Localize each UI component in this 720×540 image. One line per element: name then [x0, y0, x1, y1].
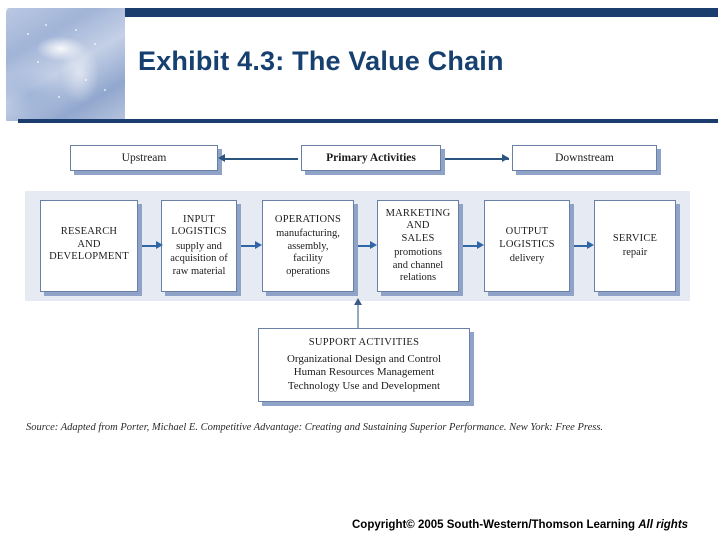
- box-upstream: Upstream: [70, 145, 218, 171]
- chain-box-head: OPERATIONS: [274, 213, 342, 225]
- decorative-header-image: [6, 8, 125, 121]
- arrowhead-up-icon: [353, 298, 362, 305]
- chain-box-sub: repair: [622, 247, 648, 258]
- box-primary-activities: Primary Activities: [301, 145, 441, 171]
- connector-primary-to-downstream: [445, 158, 509, 160]
- arrowhead-right-icon: [502, 154, 509, 162]
- support-connector-line: [357, 303, 359, 329]
- chain-box-operations: OPERATIONS manufacturing,assembly,facili…: [262, 200, 354, 292]
- box-support-activities: SUPPORT ACTIVITIES Organizational Design…: [258, 328, 470, 402]
- support-head: SUPPORT ACTIVITIES: [308, 336, 420, 348]
- chain-box-head: SERVICE: [612, 232, 658, 244]
- header-rule-top: [125, 8, 718, 17]
- page-title: Exhibit 4.3: The Value Chain: [138, 46, 504, 76]
- chain-box-sub: delivery: [509, 253, 545, 265]
- rights-text: All rights: [638, 519, 689, 531]
- chain-arrow-1-icon: [142, 241, 163, 250]
- header-rule-bottom: [18, 119, 718, 123]
- chain-box-service: SERVICE repair: [594, 200, 676, 292]
- copyright-text: Copyright© 2005 South-Western/Thomson Le…: [352, 519, 636, 531]
- chain-arrow-4-icon: [463, 241, 484, 250]
- box-downstream: Downstream: [512, 145, 657, 171]
- arrowhead-left-icon: [218, 154, 225, 162]
- box-primary-activities-label: Primary Activities: [326, 152, 416, 164]
- copyright-footer: Copyright© 2005 South-Western/Thomson Le…: [352, 518, 720, 540]
- box-upstream-label: Upstream: [121, 152, 167, 164]
- chain-arrow-3-icon: [358, 241, 377, 250]
- chain-arrow-2-icon: [241, 241, 262, 250]
- box-downstream-label: Downstream: [555, 152, 614, 164]
- chain-arrow-5-icon: [574, 241, 594, 250]
- connector-primary-to-upstream: [222, 158, 298, 160]
- source-citation: Source: Adapted from Porter, Michael E. …: [26, 422, 604, 433]
